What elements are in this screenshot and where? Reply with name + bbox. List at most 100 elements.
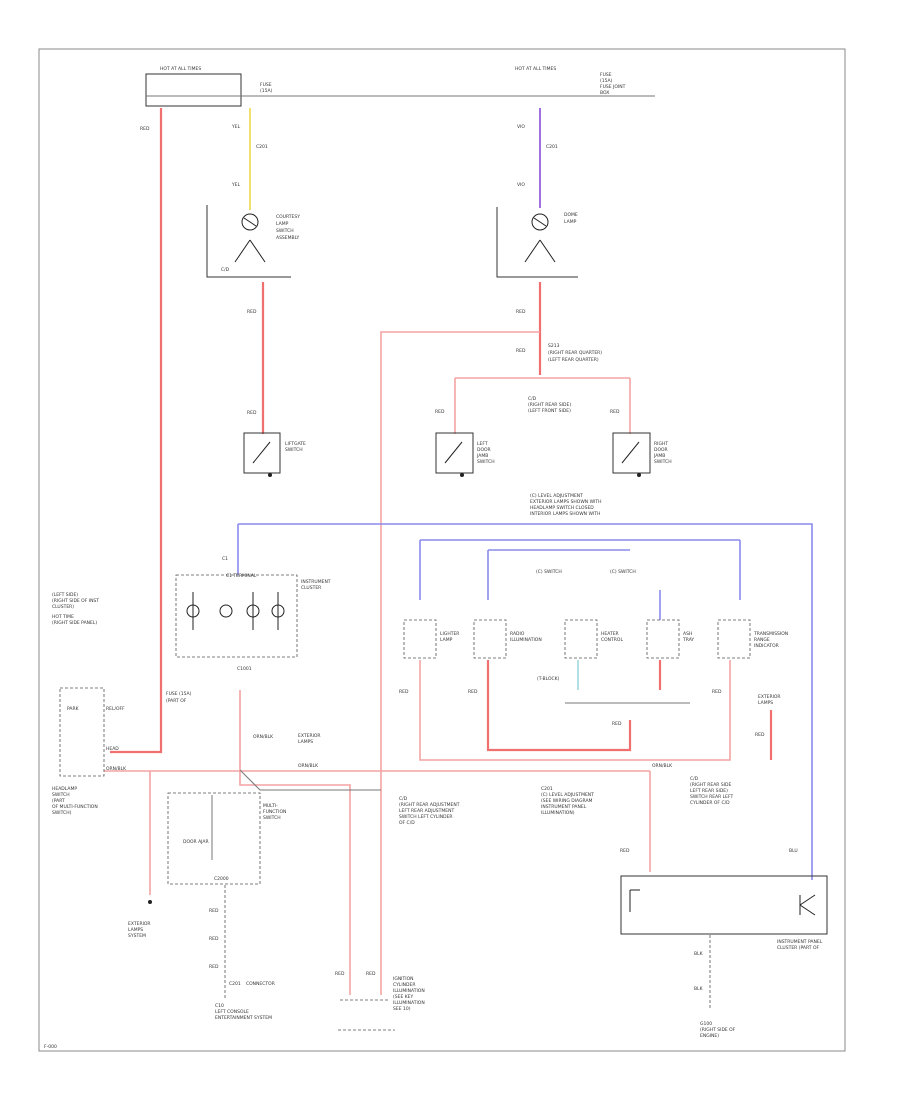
svg-text:FUNCTION: FUNCTION [263,809,286,815]
svg-text:EXTERIOR: EXTERIOR [298,733,321,739]
svg-text:(15A): (15A) [260,88,273,94]
door-switch-left [243,432,281,474]
svg-text:REL/OFF: REL/OFF [106,706,125,712]
svg-text:HEADLAMP SWITCH CLOSED: HEADLAMP SWITCH CLOSED [530,505,594,511]
instrument-panel-relay [620,875,828,935]
svg-text:CLUSTER (PART OF: CLUSTER (PART OF [777,945,820,951]
svg-text:(PART: (PART [52,798,65,804]
svg-text:BOX: BOX [600,90,609,96]
svg-text:BLK: BLK [694,951,704,957]
svg-text:SYSTEM: SYSTEM [128,933,146,939]
ignition-switch [167,792,261,885]
svg-text:(C) LEVEL ADJUSTMENT: (C) LEVEL ADJUSTMENT [530,493,583,499]
svg-text:BLU: BLU [789,848,798,854]
footnote: F-000 [44,1044,57,1050]
svg-text:RED: RED [247,410,257,416]
headlamp-switch [59,687,105,777]
svg-text:INSTRUMENT PANEL: INSTRUMENT PANEL [777,939,823,945]
svg-text:(T-BLOCK): (T-BLOCK) [537,676,560,682]
svg-text:C201: C201 [546,144,558,150]
svg-text:FUSE: FUSE [600,72,612,78]
svg-text:OF MULTI-FUNCTION: OF MULTI-FUNCTION [52,804,98,810]
svg-text:DOOR AJAR: DOOR AJAR [183,839,209,845]
svg-text:RED: RED [468,689,478,695]
svg-text:EXTERIOR: EXTERIOR [758,694,781,700]
svg-text:(LEFT FRONT SIDE): (LEFT FRONT SIDE) [528,408,571,414]
svg-text:C2000: C2000 [214,876,229,882]
svg-text:LAMPS: LAMPS [298,739,313,745]
door-switch-left-front [435,432,474,474]
svg-text:LIGHTER: LIGHTER [440,631,459,637]
svg-text:TRAY: TRAY [682,637,694,643]
svg-text:SWITCH: SWITCH [654,459,672,465]
svg-text:HOT AT ALL TIMES: HOT AT ALL TIMES [515,66,556,72]
svg-text:RED: RED [435,409,445,415]
svg-text:PARK: PARK [67,706,80,712]
svg-text:LAMP: LAMP [564,219,577,225]
svg-text:RED: RED [620,848,630,854]
diagram-border [38,48,846,1052]
svg-text:RED: RED [399,689,409,695]
svg-text:S213: S213 [548,343,560,349]
svg-text:CONTROL: CONTROL [601,637,623,643]
svg-text:(LEFT REAR QUARTER): (LEFT REAR QUARTER) [548,357,599,363]
svg-text:CONNECTOR: CONNECTOR [246,981,275,987]
svg-text:RED: RED [140,126,150,132]
svg-text:(RIGHT REAR SIDE): (RIGHT REAR SIDE) [528,402,571,408]
svg-text:RANGE: RANGE [754,637,770,643]
svg-text:BLK: BLK [694,986,704,992]
svg-text:OF C/D: OF C/D [399,820,415,826]
svg-text:ORN/BLK: ORN/BLK [106,766,127,772]
svg-text:DOME: DOME [564,212,578,218]
svg-text:(RIGHT REAR SIDE: (RIGHT REAR SIDE [690,782,732,788]
svg-text:(C) LEVEL ADJUSTMENT: (C) LEVEL ADJUSTMENT [541,792,594,798]
svg-text:ENGINE): ENGINE) [700,1033,719,1039]
svg-text:SWITCH: SWITCH [285,447,303,453]
svg-text:INDICATOR: INDICATOR [754,643,779,649]
svg-text:CYLINDER: CYLINDER [393,982,415,988]
svg-text:ASSEMBLY: ASSEMBLY [276,235,300,241]
svg-text:(SEE WIRING DIAGRAM: (SEE WIRING DIAGRAM [541,798,593,804]
wire-pink-dome-to-ignition [380,331,540,995]
svg-text:C1: C1 [222,556,228,562]
svg-text:(RIGHT REAR QUARTER): (RIGHT REAR QUARTER) [548,350,602,356]
svg-text:RED: RED [712,689,722,695]
svg-text:RED: RED [209,908,219,914]
svg-text:C/D: C/D [221,267,230,273]
svg-text:FUSE: FUSE [260,82,272,88]
svg-text:SEE 10): SEE 10) [393,1006,411,1012]
svg-text:(C) SWITCH: (C) SWITCH [536,569,562,575]
svg-text:(SEE KEY: (SEE KEY [393,994,414,1000]
svg-text:VIO: VIO [517,124,525,130]
svg-text:SWITCH: SWITCH [477,459,495,465]
wire-blue-bus [238,523,813,880]
svg-text:RED: RED [610,409,620,415]
svg-text:SWITCH REAR LEFT: SWITCH REAR LEFT [690,794,734,800]
dimmer-module [175,574,298,658]
svg-text:(RIGHT SIDE PANEL): (RIGHT SIDE PANEL) [52,620,97,626]
svg-text:G100: G100 [700,1021,712,1027]
svg-text:LAMPS: LAMPS [128,927,143,933]
svg-text:LEFT CONSOLE: LEFT CONSOLE [215,1009,249,1015]
svg-text:LIFTGATE: LIFTGATE [285,441,306,447]
svg-text:YEL: YEL [231,182,241,188]
fuse-block-left [145,73,242,107]
door-switch-right-front [612,432,651,474]
svg-text:COURTESY: COURTESY [276,214,300,220]
svg-text:LAMP: LAMP [276,221,289,227]
svg-text:INTERIOR LAMPS SHOWN WITH: INTERIOR LAMPS SHOWN WITH [530,511,600,517]
svg-text:C1 TERMINAL: C1 TERMINAL [226,573,257,579]
svg-text:HEATER: HEATER [601,631,619,637]
svg-text:VIO: VIO [517,182,525,188]
svg-text:ENTERTAINMENT SYSTEM: ENTERTAINMENT SYSTEM [215,1015,272,1021]
svg-text:RADIO: RADIO [510,631,525,637]
svg-text:C/D: C/D [528,396,537,402]
svg-text:(LEFT SIDE): (LEFT SIDE) [52,592,78,598]
svg-text:LAMP: LAMP [440,637,453,643]
svg-text:JAMB: JAMB [653,453,665,459]
svg-text:(RIGHT SIDE OF: (RIGHT SIDE OF [700,1027,736,1033]
svg-text:ILLUMINATION: ILLUMINATION [393,988,425,994]
svg-text:FUSE (15A): FUSE (15A) [166,691,192,697]
svg-text:RIGHT: RIGHT [654,441,668,447]
